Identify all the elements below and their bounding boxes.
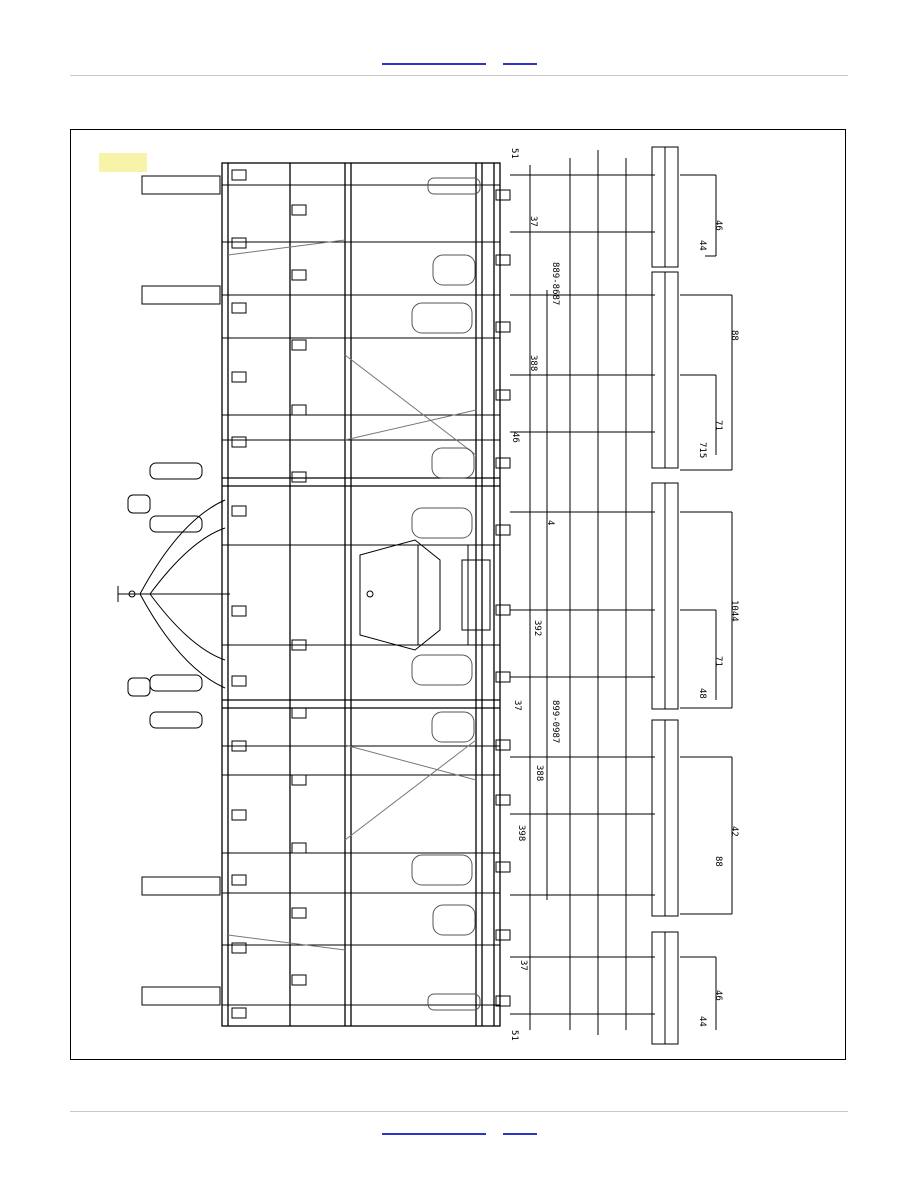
hitch — [117, 499, 230, 689]
dim-label: 88 — [729, 330, 739, 341]
highlight-marker — [99, 153, 147, 172]
dim-label: 71 — [713, 656, 723, 667]
dim-label: 388 — [534, 765, 544, 781]
cross-members — [222, 184, 500, 1006]
dim-label: 42 — [729, 826, 739, 837]
dim-label: 46 — [713, 990, 723, 1001]
part-number-label: 899-0987 — [550, 700, 560, 743]
nav-link-previous-footer[interactable] — [382, 1133, 486, 1135]
shank-clamps — [231, 169, 511, 1019]
dim-label: 88 — [713, 856, 723, 867]
header-rule — [70, 75, 848, 76]
part-number-label: 889-8687 — [550, 262, 560, 305]
diagonal-braces — [227, 239, 477, 951]
dim-label: 44 — [697, 240, 707, 251]
dim-label: 37 — [518, 960, 528, 971]
drawing-frame — [70, 129, 846, 1060]
dim-label: 398 — [516, 825, 526, 841]
nav-link-previous[interactable] — [382, 63, 486, 65]
dim-label: 71 — [713, 420, 723, 431]
frame-rails — [221, 162, 501, 1027]
dim-label: 392 — [532, 620, 542, 636]
nav-link-next-footer[interactable] — [503, 1133, 537, 1135]
dim-label: 37 — [512, 700, 522, 711]
dim-label: 37 — [528, 216, 538, 227]
dimension-lines — [529, 165, 733, 1030]
center-section — [359, 539, 491, 651]
dim-label: 48 — [697, 688, 707, 699]
transport-tyres — [411, 177, 481, 1011]
dim-label: 44 — [697, 1016, 707, 1027]
dim-label: 46 — [510, 432, 520, 443]
dim-label: 388 — [528, 355, 538, 371]
dim-label: 46 — [713, 220, 723, 231]
dim-label: 1044 — [729, 600, 739, 622]
nav-link-next[interactable] — [503, 63, 537, 65]
dim-label: 51 — [509, 1030, 519, 1041]
footer-rule — [70, 1111, 848, 1112]
dim-label: 4 — [545, 520, 555, 525]
dim-label: 715 — [697, 442, 707, 458]
gauge-wheels — [127, 462, 203, 729]
dim-label: 51 — [509, 148, 519, 159]
harrow-section — [510, 146, 679, 1045]
wing-cylinders — [141, 175, 221, 1006]
